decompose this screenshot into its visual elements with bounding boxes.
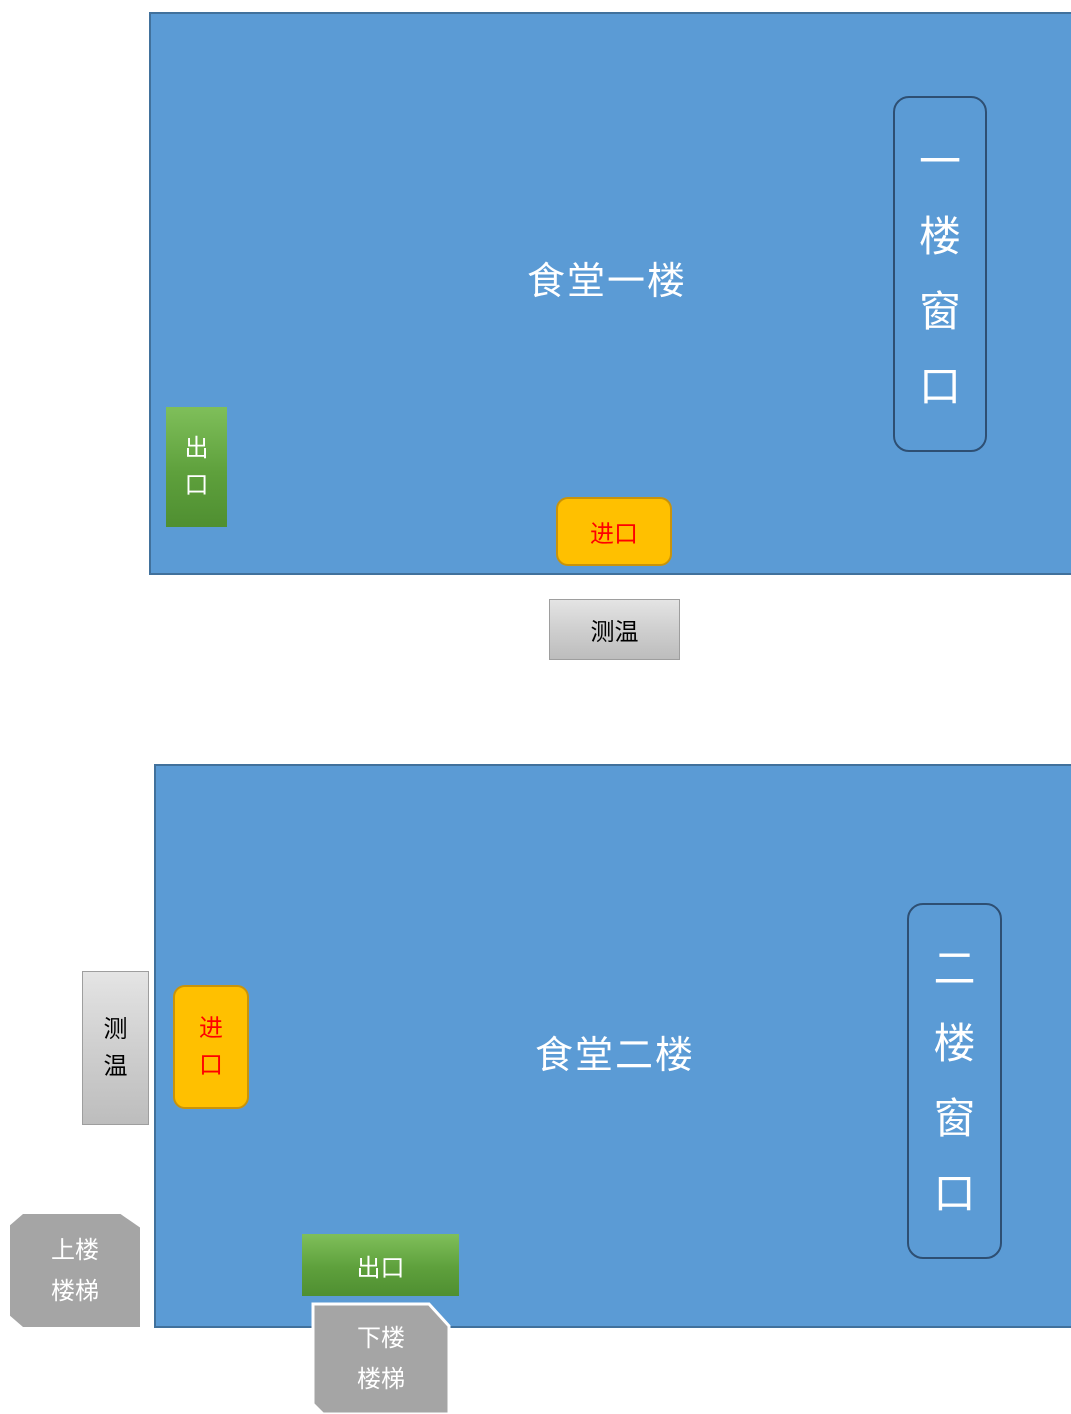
floor2-temperature-check: 测 温: [82, 971, 149, 1125]
floor1-window-char: 窗: [918, 286, 961, 336]
floor1-temperature-label: 测温: [590, 618, 639, 646]
floor2-entrance-char: 进: [199, 1013, 223, 1042]
floor2-window-char: 二: [933, 943, 976, 993]
floor1-entrance-label: 进口: [590, 520, 638, 548]
floor2-window-char: 口: [933, 1168, 976, 1218]
floor2-title: 食堂二楼: [535, 1033, 696, 1077]
floor1-exit-char: 口: [184, 471, 209, 499]
floor2-window-char: 楼: [933, 1018, 976, 1068]
floor2-stairs-up: 上楼 楼梯: [10, 1214, 140, 1327]
floor2-service-window: 二 楼 窗 口: [907, 903, 1002, 1259]
stairs-down-line: 下楼: [357, 1324, 405, 1353]
floor2-entrance-char: 口: [199, 1051, 223, 1079]
floor1-area: [149, 12, 1071, 575]
floor1-service-window: 一 楼 窗 口: [893, 96, 987, 452]
floor1-window-char: 口: [918, 361, 961, 411]
floor2-exit: 出口: [302, 1234, 459, 1296]
stairs-up-line: 上楼: [51, 1235, 99, 1264]
floor2-temperature-char: 温: [103, 1052, 128, 1080]
floor1-entrance: 进口: [556, 497, 672, 566]
floor1-window-char: 楼: [918, 211, 961, 261]
floor2-temperature-char: 测: [103, 1014, 128, 1043]
stairs-up-line: 楼梯: [51, 1276, 99, 1305]
stairs-down-line: 楼梯: [357, 1365, 405, 1393]
floor2-exit-label: 出口: [356, 1253, 405, 1282]
floor2-stairs-down-outline: [311, 1302, 451, 1414]
floor2-entrance: 进 口: [173, 985, 249, 1109]
floor1-exit: 出 口: [166, 407, 227, 527]
floor2-stairs-down: 下楼 楼梯: [313, 1304, 449, 1414]
floor1-temperature-check: 测温: [549, 599, 680, 660]
floor1-exit-char: 出: [184, 433, 209, 462]
floor1-window-char: 一: [918, 136, 961, 186]
floor1-title: 食堂一楼: [527, 259, 688, 303]
floor2-window-char: 窗: [933, 1093, 976, 1143]
